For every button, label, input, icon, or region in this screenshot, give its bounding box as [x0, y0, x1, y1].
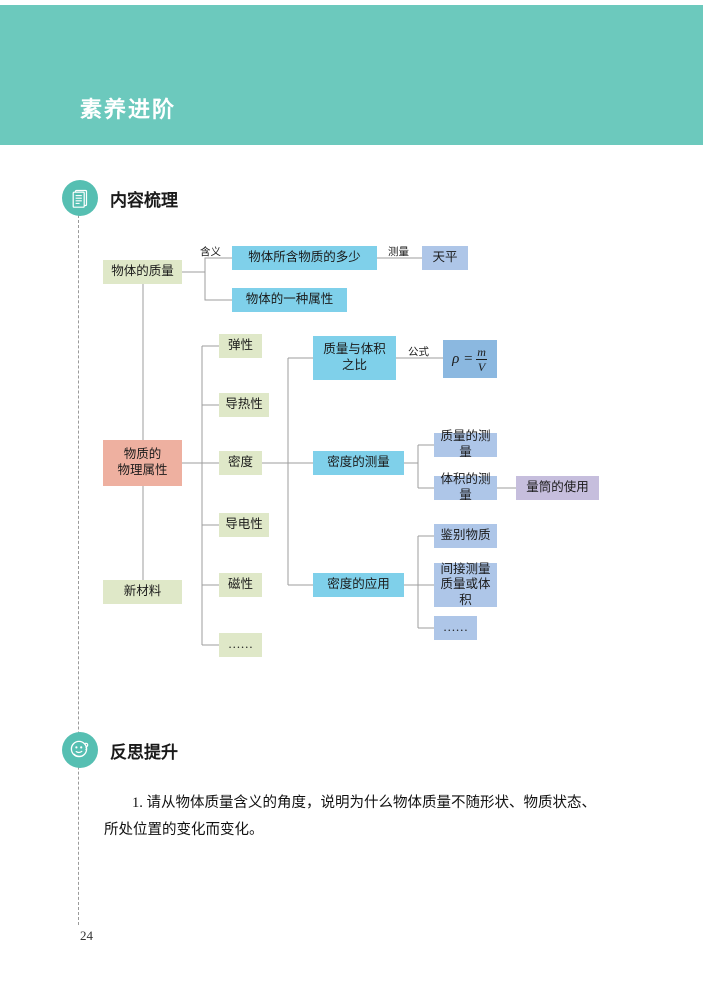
formula-numerator: m [477, 344, 486, 359]
header-band [0, 5, 703, 145]
formula-rho-equals: ρ = [452, 350, 474, 367]
page-title: 素养进阶 [80, 97, 177, 122]
edge-label-meaning: 含义 [200, 247, 221, 258]
node-identify-substance[interactable]: 鉴别物质 [434, 524, 497, 548]
node-density-measurement[interactable]: 密度的测量 [313, 451, 404, 475]
formula-fraction: m V [475, 346, 488, 373]
section-content-review: 内容梳理 [62, 180, 178, 216]
formula-denominator: V [475, 358, 488, 374]
edge-label-formula: 公式 [408, 347, 429, 358]
node-magnetism[interactable]: 磁性 [219, 573, 262, 597]
node-attribute-ellipsis[interactable]: …… [219, 633, 262, 657]
node-mass-measurement[interactable]: 质量的测量 [434, 429, 497, 459]
node-amount-of-matter[interactable]: 物体所含物质的多少 [232, 246, 377, 270]
section-label-content-review: 内容梳理 [110, 190, 178, 210]
node-application-ellipsis[interactable]: …… [434, 616, 477, 640]
page-number: 24 [80, 928, 93, 943]
node-indirect-measurement[interactable]: 间接测量 质量或体积 [434, 562, 497, 607]
node-volume-measurement[interactable]: 体积的测量 [434, 472, 497, 502]
node-thermal-conductivity[interactable]: 导热性 [219, 393, 269, 417]
node-density-formula[interactable]: ρ = m V [443, 340, 497, 378]
node-object-mass[interactable]: 物体的质量 [103, 260, 182, 284]
reflection-question-1: 1. 请从物体质量含义的角度，说明为什么物体质量不随形状、物质状态、所处位置的变… [104, 795, 596, 838]
node-matter-physical-property[interactable]: 物质的 物理属性 [103, 440, 182, 486]
thinking-face-icon [62, 732, 98, 768]
section-reflection: 反思提升 [62, 732, 178, 768]
node-density[interactable]: 密度 [219, 451, 262, 475]
node-new-material[interactable]: 新材料 [103, 580, 182, 604]
edge-label-measure: 测量 [388, 247, 409, 258]
section-label-reflection: 反思提升 [110, 742, 178, 762]
document-list-icon [62, 180, 98, 216]
node-density-application[interactable]: 密度的应用 [313, 573, 404, 597]
node-elasticity[interactable]: 弹性 [219, 334, 262, 358]
node-electrical-conductivity[interactable]: 导电性 [219, 513, 269, 537]
node-graduated-cylinder[interactable]: 量筒的使用 [516, 476, 599, 500]
node-attribute-of-object[interactable]: 物体的一种属性 [232, 288, 347, 312]
node-balance[interactable]: 天平 [422, 246, 468, 270]
node-mass-volume-ratio[interactable]: 质量与体积 之比 [313, 336, 396, 380]
left-margin-dashed-rule [78, 205, 79, 925]
